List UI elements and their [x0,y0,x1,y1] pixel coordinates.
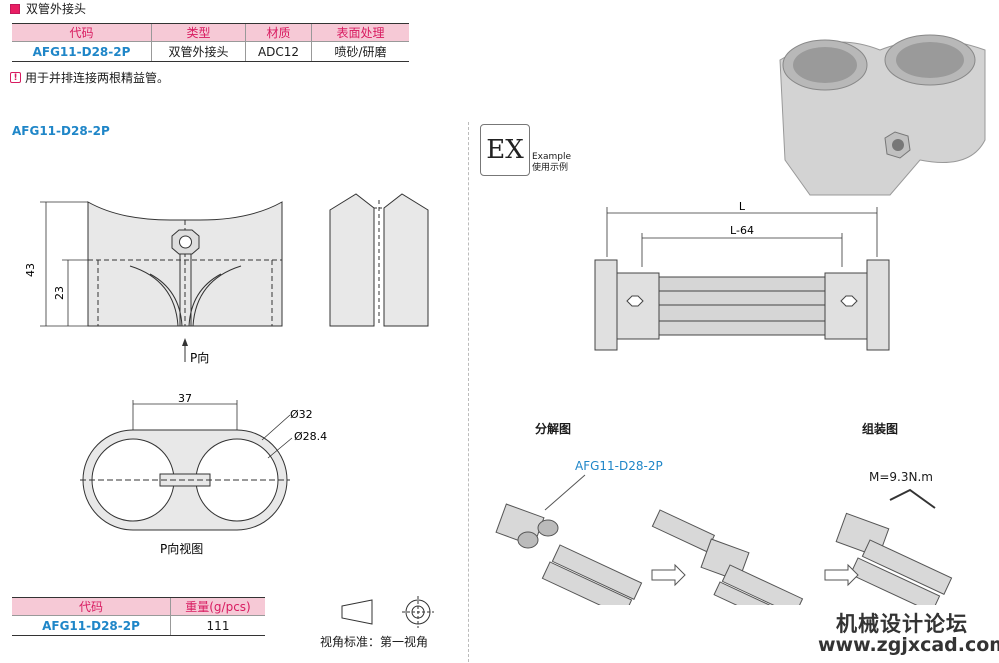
spec-header-surface: 表面处理 [311,23,409,42]
example-badge: EX [480,124,530,176]
dim-37: 37 [178,392,192,405]
first-angle-projection-icon [341,596,434,628]
spec-material: ADC12 [245,41,312,62]
usage-note-text: 用于并排连接两根精益管。 [25,71,170,85]
usage-note: ! 用于并排连接两根精益管。 [10,69,169,86]
example-caption-cn: 使用示例 [532,163,569,173]
front-view [87,201,283,327]
spec-code: AFG11-D28-2P [12,41,152,62]
weight-header-weight: 重量(g/pcs) [170,597,265,616]
dim-diameter-32: Ø32 [290,408,313,421]
spec-table: 代码 类型 材质 表面处理 AFG11-D28-2P 双管外接头 ADC12 喷… [12,23,409,62]
projection-label: 视角标准：第一视角 [320,635,429,649]
p-direction-label: P向 [190,350,209,365]
dim-43: 43 [24,263,37,277]
weight-header-code: 代码 [12,597,171,616]
spec-type: 双管外接头 [151,41,246,62]
table-row: AFG11-D28-2P 111 [12,615,265,636]
exclamation-icon: ! [10,72,21,83]
product-photo [779,34,986,196]
watermark-url: www.zgjxcad.com [818,634,999,656]
section-header: 双管外接头 [10,0,86,17]
exploded-part-label: AFG11-D28-2P [575,459,663,473]
example-caption: Example 使用示例 [532,152,571,174]
side-view [329,193,429,327]
weight-table: 代码 重量(g/pcs) AFG11-D28-2P 111 [12,597,265,636]
dim-23: 23 [53,286,66,300]
dim-diameter-28-4: Ø28.4 [294,430,327,443]
spec-surface: 喷砂/研磨 [311,41,409,62]
spec-header-type: 类型 [151,23,246,42]
weight-value: 111 [170,615,265,636]
dim-l: L [739,200,746,213]
table-row: AFG11-D28-2P 双管外接头 ADC12 喷砂/研磨 [12,41,409,62]
spec-header-code: 代码 [12,23,152,42]
assembled-view-title: 组装图 [862,422,899,436]
weight-code: AFG11-D28-2P [12,615,171,636]
assembly-dimension-drawing: L L-64 [594,200,890,351]
example-caption-en: Example [532,152,572,162]
square-bullet-icon [10,3,20,14]
dim-l-64: L-64 [730,224,754,237]
drawing-title: AFG11-D28-2P [12,124,110,138]
p-view [80,400,293,531]
assembly-steps-illustration [495,474,953,605]
torque-label: M=9.3N.m [869,470,933,484]
spec-header-material: 材质 [245,23,312,42]
p-view-caption: P向视图 [160,541,203,556]
section-title: 双管外接头 [26,2,87,16]
watermark-name: 机械设计论坛 [836,612,968,636]
technical-drawings: 43 23 P向 37 Ø32 Ø28.4 P向视图 [24,193,429,556]
column-divider [468,122,469,662]
exploded-view-title: 分解图 [535,422,572,436]
